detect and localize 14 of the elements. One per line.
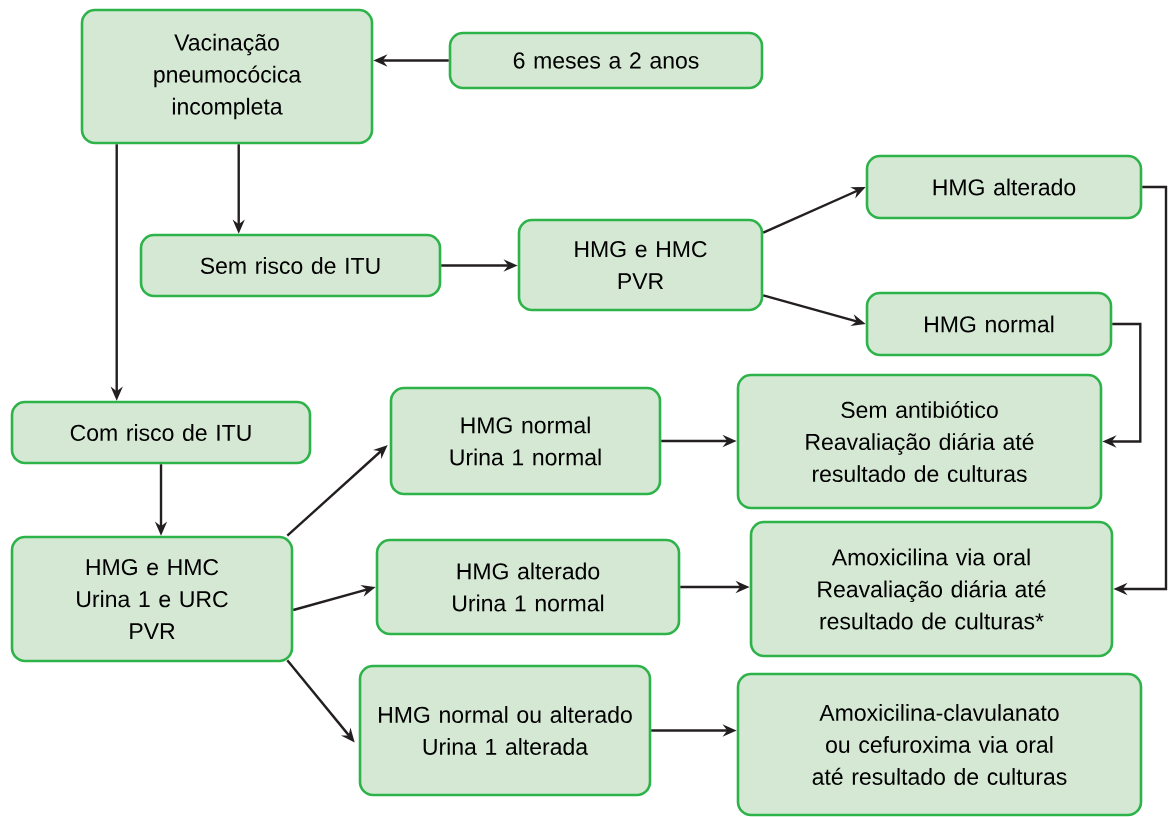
process-box: Vacinação pneumocócica incompleta <box>80 8 374 145</box>
process-box: Amoxicilina-clavulanato ou cefuroxima via oral até resultado de culturas <box>736 672 1143 817</box>
process-box: HMG alterado Urina 1 normal <box>375 538 681 636</box>
process-box: HMG normal ou alterado Urina 1 alterada <box>358 664 652 797</box>
process-box: HMG normal <box>865 291 1113 357</box>
process-box: HMG alterado <box>865 154 1143 220</box>
process-box: HMG normal Urina 1 normal <box>389 386 662 496</box>
process-box: 6 meses a 2 anos <box>448 31 764 90</box>
process-box: Com risco de ITU <box>10 400 312 465</box>
process-box: HMG e HMC Urina 1 e URC PVR <box>10 535 294 663</box>
process-box: Sem risco de ITU <box>139 233 442 298</box>
process-box: Amoxicilina via oral Reavaliação diária até resultado de culturas* <box>749 520 1114 658</box>
process-box: HMG e HMC PVR <box>517 218 764 312</box>
process-box: Sem antibiótico Reavaliação diária até resultado de culturas <box>736 373 1103 510</box>
